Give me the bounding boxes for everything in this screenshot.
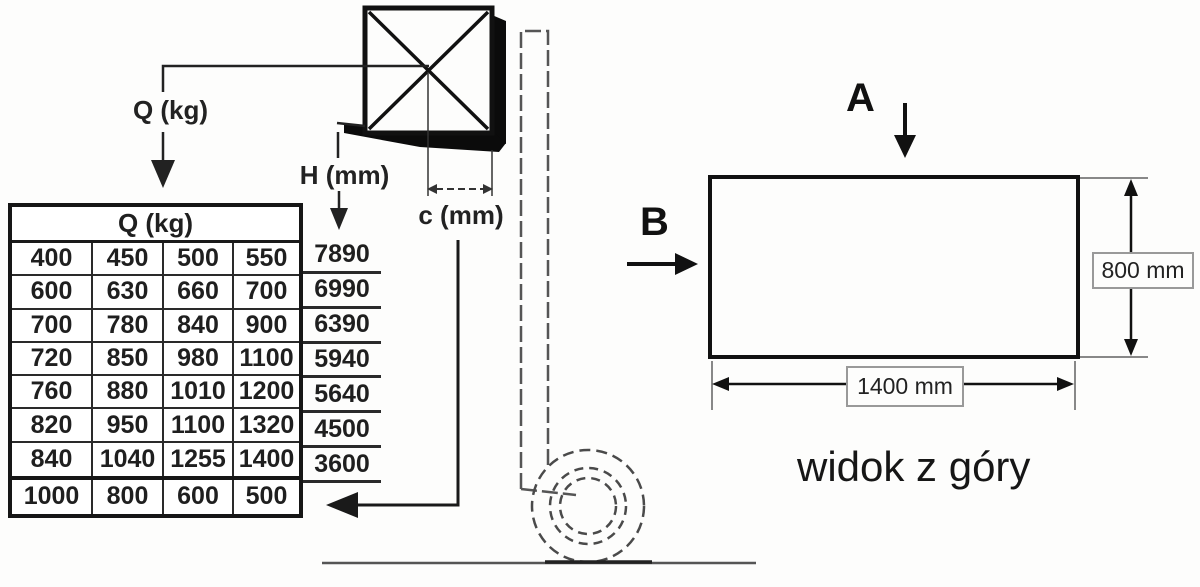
table-cell: 1010 [162, 376, 232, 410]
table-cell: 600 [162, 479, 232, 514]
h-value: 5940 [303, 344, 381, 379]
top-view-caption: widok z góry [797, 443, 1031, 490]
table-cell: 880 [91, 376, 162, 410]
forklift-wheel [530, 448, 646, 564]
table-cell: 840 [162, 309, 232, 343]
c-values-row: 1000 800 600 500 [12, 475, 299, 514]
h-value: 7890 [303, 239, 381, 274]
table-cell: 950 [91, 409, 162, 443]
table-row: 720 850 980 1100 [12, 342, 299, 377]
table-row: 600 630 660 700 [12, 276, 299, 310]
view-b-label: B [640, 200, 669, 244]
table-cell: 840 [30, 444, 73, 473]
table-cell: 550 [232, 243, 299, 277]
h-value: 6990 [303, 274, 381, 309]
table-row: 760 880 1010 1200 [12, 376, 299, 410]
table-cell: 400 [12, 243, 91, 277]
load-box [336, 5, 506, 152]
view-a-arrow [894, 103, 916, 158]
forklift-mast [519, 29, 577, 497]
dim-width-label: 1400 mm [846, 366, 964, 407]
table-cell: 720 [12, 343, 91, 377]
h-value: 4500 [303, 413, 381, 449]
top-view-rect [708, 175, 1080, 359]
view-b-arrow [627, 253, 698, 275]
table-cell: 600 [12, 276, 91, 310]
table-cell: 820 [12, 409, 91, 443]
h-value: 5640 [303, 378, 381, 414]
table-cell: 1100 [162, 409, 232, 443]
table-row: 700 780 840 900 [12, 309, 299, 343]
table-row: 840 1040 1255 1400 [12, 442, 299, 476]
table-cell: 660 [162, 276, 232, 310]
table-row: 820 950 1100 1320 [12, 409, 299, 443]
ground-line [322, 560, 756, 565]
table-cell: 900 [232, 309, 299, 343]
table-cell: 1000 [23, 482, 80, 511]
c-dimension [427, 72, 493, 196]
h-value: 3600 [303, 448, 381, 484]
table-cell: 800 [91, 479, 162, 514]
table-cell: 500 [232, 479, 299, 514]
h-value: 6390 [303, 309, 381, 344]
table-cell: 1040 [91, 442, 162, 476]
table-cell: 780 [91, 309, 162, 343]
dim-height-label: 800 mm [1092, 252, 1194, 289]
h-values-column: 7890 6990 6390 5940 5640 4500 3600 [303, 239, 381, 484]
table-cell: 450 [91, 243, 162, 277]
table-cell: 700 [12, 310, 91, 343]
table-row: 400 450 500 550 [12, 243, 299, 277]
table-cell: 760 [12, 376, 91, 410]
table-cell: 500 [162, 243, 232, 277]
table-cell: 1320 [232, 409, 299, 443]
q-label: Q (kg) [132, 95, 209, 125]
capacity-table-header: Q (kg) [12, 207, 299, 243]
table-cell: 630 [91, 276, 162, 310]
view-a-label: A [846, 76, 875, 120]
capacity-table: Q (kg) 400 450 500 550 600 630 660 700 7… [8, 203, 303, 518]
table-cell: 980 [162, 342, 232, 377]
table-cell: 1200 [232, 376, 299, 410]
table-cell: 850 [91, 342, 162, 377]
h-label: H (mm) [299, 160, 390, 190]
table-cell: 700 [232, 276, 299, 310]
table-cell: 1100 [232, 342, 299, 377]
c-label: c (mm) [418, 200, 504, 230]
table-cell: 1400 [232, 442, 299, 476]
table-cell: 1255 [162, 442, 232, 476]
